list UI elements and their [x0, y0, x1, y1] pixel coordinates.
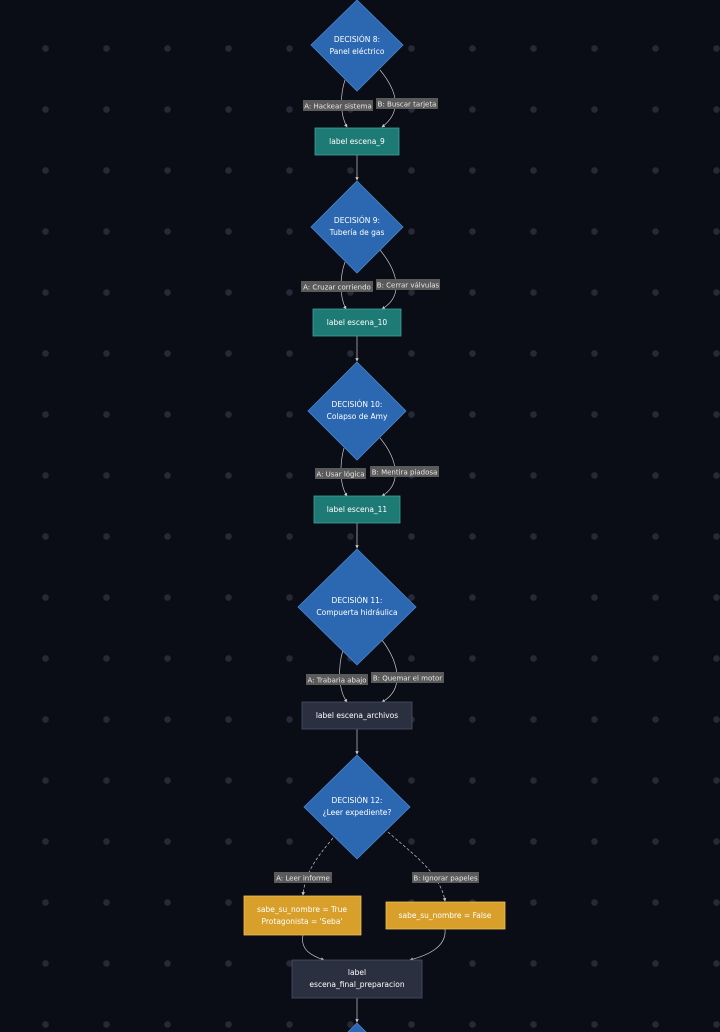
edge-d12-b: [387, 831, 447, 902]
decision-12-line-2: ¿Leer expediente?: [323, 808, 392, 817]
edge-label-d11-b: B: Quemar el motor: [371, 672, 444, 683]
edge-label-d10-a: A: Usar lógica: [315, 468, 366, 479]
scene-11[interactable]: label escena_11: [313, 495, 401, 524]
nodes: DECISIÓN 8: Panel eléctrico label escena…: [243, 0, 506, 1032]
next-decision-partial: [347, 1022, 367, 1032]
decision-9[interactable]: DECISIÓN 9: Tubería de gas: [310, 180, 404, 274]
edge-label-d9-b: B: Cerrar válvulas: [376, 279, 440, 290]
decision-10[interactable]: DECISIÓN 10: Colapso de Amy: [307, 361, 407, 461]
edge-d12-a: [301, 837, 334, 896]
decision-9-line-2: Tubería de gas: [329, 228, 385, 237]
svg-text:A: Trabaria abajo: A: Trabaria abajo: [308, 677, 367, 685]
scene-9[interactable]: label escena_9: [314, 127, 400, 156]
svg-text:B: Buscar tarjeta: B: Buscar tarjeta: [378, 101, 437, 109]
decision-9-line-1: DECISIÓN 9:: [334, 216, 380, 225]
edge-label-d11-a: A: Trabaria abajo: [306, 674, 368, 685]
edge-false-final: [409, 928, 446, 961]
action-set-true-line-2: Protagonista = 'Seba': [262, 917, 343, 926]
scene-10[interactable]: label escena_10: [312, 308, 402, 337]
scene-final-preparacion[interactable]: label escena_final_preparacion: [291, 959, 423, 999]
svg-text:B: Cerrar válvulas: B: Cerrar válvulas: [377, 282, 440, 290]
edge-labels: A: Hackear sistema B: Buscar tarjeta A: …: [274, 98, 479, 883]
action-set-true[interactable]: sabe_su_nombre = True Protagonista = 'Se…: [243, 895, 362, 936]
decision-11[interactable]: DECISIÓN 11: Compuerta hidráulica: [297, 548, 417, 666]
decision-10-line-1: DECISIÓN 10:: [332, 400, 383, 409]
svg-text:A: Cruzar corriendo: A: Cruzar corriendo: [303, 284, 371, 292]
svg-text:A: Usar lógica: A: Usar lógica: [316, 471, 364, 479]
decision-12[interactable]: DECISIÓN 12: ¿Leer expediente?: [303, 754, 411, 860]
decision-8-line-1: DECISIÓN 8:: [334, 35, 380, 44]
action-set-true-line-1: sabe_su_nombre = True: [257, 905, 347, 914]
scene-final-line-1: label: [348, 968, 366, 977]
svg-text:B: Mentira piadosa: B: Mentira piadosa: [372, 469, 438, 477]
action-set-false-label: sabe_su_nombre = False: [399, 911, 492, 920]
svg-text:B: Quemar el motor: B: Quemar el motor: [373, 675, 442, 683]
decision-11-line-2: Compuerta hidráulica: [316, 608, 397, 617]
scene-archivos[interactable]: label escena_archivos: [301, 701, 413, 730]
scene-9-label: label escena_9: [329, 137, 385, 146]
decision-12-line-1: DECISIÓN 12:: [332, 796, 383, 805]
edge-label-d12-a: A: Leer informe: [274, 872, 332, 883]
svg-text:A: Leer informe: A: Leer informe: [276, 875, 330, 883]
scene-final-line-2: escena_final_preparacion: [309, 980, 404, 989]
scene-archivos-label: label escena_archivos: [316, 711, 398, 720]
scene-11-label: label escena_11: [327, 505, 388, 514]
edge-label-d8-b: B: Buscar tarjeta: [376, 98, 438, 109]
edge-true-final: [302, 934, 325, 961]
decision-8[interactable]: DECISIÓN 8: Panel eléctrico: [310, 0, 404, 92]
decision-8-line-2: Panel eléctrico: [330, 47, 385, 56]
decision-10-line-2: Colapso de Amy: [327, 412, 388, 421]
decision-11-line-1: DECISIÓN 11:: [332, 596, 383, 605]
scene-10-label: label escena_10: [327, 318, 388, 327]
svg-text:A: Hackear sistema: A: Hackear sistema: [304, 103, 372, 111]
edge-d11-b: [381, 639, 398, 703]
edge-label-d9-a: A: Cruzar corriendo: [301, 281, 373, 292]
svg-text:B: Ignorar papeles: B: Ignorar papeles: [413, 875, 478, 883]
edge-label-d8-a: A: Hackear sistema: [303, 100, 373, 111]
action-set-false[interactable]: sabe_su_nombre = False: [385, 901, 506, 930]
edge-label-d10-b: B: Mentira piadosa: [370, 466, 439, 477]
edge-label-d12-b: B: Ignorar papeles: [412, 872, 479, 883]
